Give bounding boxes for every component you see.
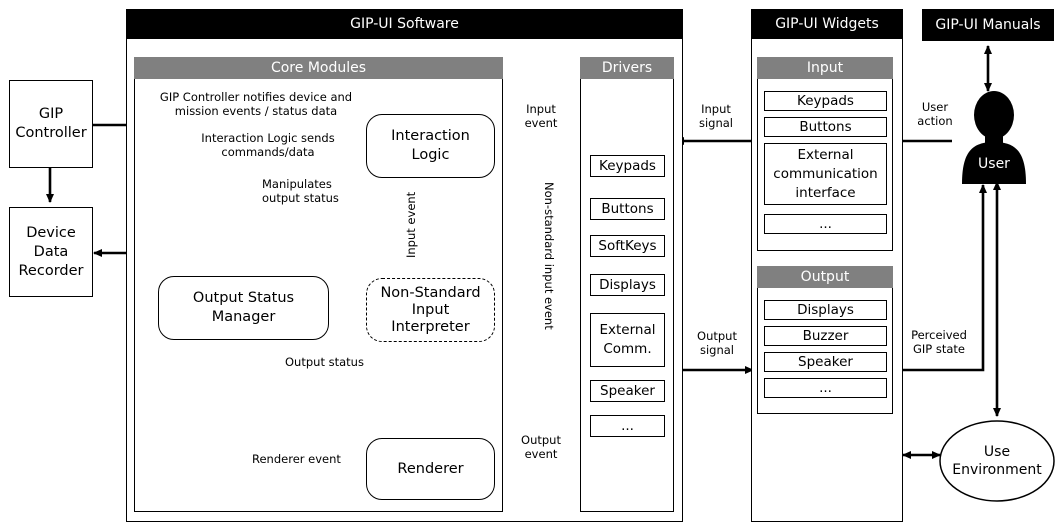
widget-input-external-comm: External communication interface <box>764 143 887 205</box>
manipulates-label: Manipulates output status <box>262 177 339 205</box>
interaction-logic-box: Interaction Logic <box>366 114 495 178</box>
gip-controller-box: GIP Controller <box>9 80 93 168</box>
widget-input-keypads: Keypads <box>764 91 887 111</box>
driver-softkeys: SoftKeys <box>590 235 665 257</box>
controller-notifies-label: GIP Controller notifies device and missi… <box>159 90 353 118</box>
use-environment-label: Use Environment <box>952 444 1042 478</box>
output-event-label: Output event <box>521 433 561 461</box>
renderer-box: Renderer <box>366 438 495 500</box>
widget-output-displays: Displays <box>764 300 887 320</box>
input-widgets-header: Input <box>757 57 893 79</box>
widget-input-buttons: Buttons <box>764 117 887 137</box>
drivers-header: Drivers <box>580 57 674 79</box>
input-event-vertical-label: Input event <box>404 191 418 258</box>
manuals-box: GIP-UI Manuals <box>922 9 1054 41</box>
output-signal-label: Output signal <box>697 329 737 357</box>
non-standard-input-event-label: Non-standard input event <box>542 182 556 330</box>
widgets-header: GIP-UI Widgets <box>751 9 903 39</box>
user-action-label: User action <box>917 100 953 128</box>
widget-input-more: ... <box>764 214 887 234</box>
core-modules-header: Core Modules <box>134 57 503 79</box>
input-event-label: Input event <box>524 102 558 130</box>
driver-speaker: Speaker <box>590 380 665 402</box>
output-widgets-header: Output <box>757 266 893 288</box>
widget-output-speaker: Speaker <box>764 352 887 372</box>
user-icon <box>962 91 1026 184</box>
software-header: GIP-UI Software <box>126 9 683 39</box>
use-environment-shape <box>939 420 1055 502</box>
driver-displays: Displays <box>590 274 665 296</box>
driver-keypads: Keypads <box>590 155 665 177</box>
output-status-label: Output status <box>285 355 364 369</box>
non-standard-interpreter-box: Non-Standard Input Interpreter <box>366 278 495 342</box>
logic-sends-label: Interaction Logic sends commands/data <box>201 131 335 159</box>
output-status-manager-box: Output Status Manager <box>158 276 329 340</box>
widget-output-more: ... <box>764 378 887 398</box>
renderer-event-label: Renderer event <box>252 452 341 466</box>
device-data-recorder-box: Device Data Recorder <box>9 207 93 297</box>
widget-output-buzzer: Buzzer <box>764 326 887 346</box>
driver-more: ... <box>590 415 665 437</box>
perceived-state-arrow <box>893 184 987 372</box>
driver-external-comm: External Comm. <box>590 313 665 367</box>
input-signal-label: Input signal <box>698 102 734 130</box>
perceived-state-label: Perceived GIP state <box>911 328 967 356</box>
user-label: User <box>978 156 1010 172</box>
driver-buttons: Buttons <box>590 198 665 220</box>
